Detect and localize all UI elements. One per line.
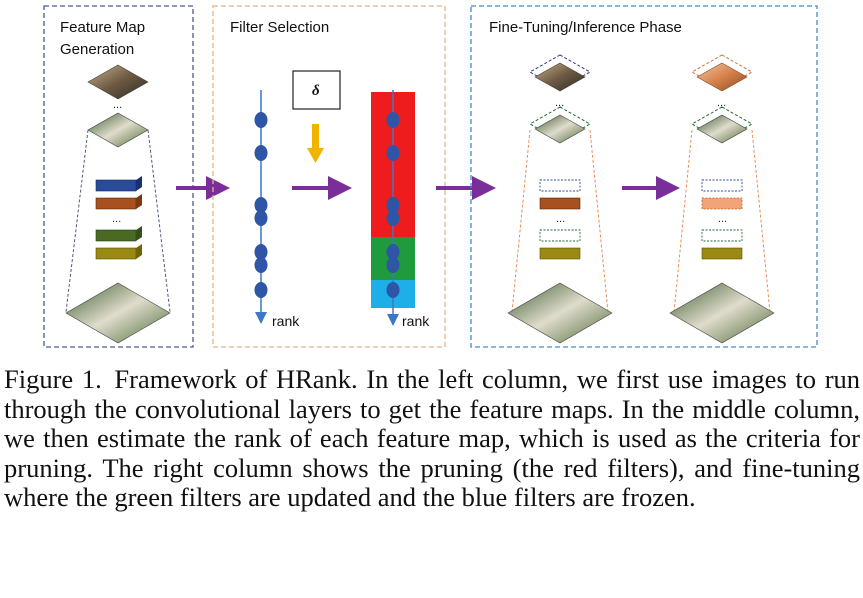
rank-node	[386, 145, 400, 161]
figure-caption: Figure 1. Framework of HRank. In the lef…	[4, 364, 861, 513]
rank-node	[254, 112, 268, 128]
rank-node	[386, 112, 400, 128]
hrank-framework-figure: Feature Map Generation ... ... Filter Se…	[43, 5, 818, 348]
delta-arrow-head	[307, 148, 324, 163]
projection-line-right	[589, 129, 609, 313]
panel-feature-map-generation: Feature Map Generation ... ...	[43, 5, 194, 348]
feature-map-ellipsis: ...	[717, 97, 726, 109]
panel-filter-selection: Filter Selection δ rank	[212, 5, 446, 348]
projection-line-right	[147, 129, 171, 313]
delta-arrow-shaft	[312, 124, 319, 150]
filter-olive	[539, 247, 581, 260]
input-image	[65, 282, 171, 344]
caption-text: Framework of HRank. In the left column, …	[4, 364, 861, 513]
filter-updated-outline	[539, 229, 581, 242]
rank-node	[254, 197, 268, 213]
panel-title-line2: Generation	[60, 41, 134, 58]
panel-fine-tuning: Fine-Tuning/Inference Phase ... ... ...	[470, 5, 818, 348]
feature-map-ellipsis: ...	[113, 99, 122, 111]
feature-map-second	[534, 114, 586, 144]
rank-node	[254, 257, 268, 273]
panel-title-line1: Feature Map	[60, 19, 145, 36]
delta-box	[292, 70, 341, 110]
filter-ellipsis: ...	[556, 213, 565, 225]
filter-updated-outline	[701, 229, 743, 242]
filter-ellipsis: ...	[718, 213, 727, 225]
feature-map-ellipsis: ...	[555, 97, 564, 109]
feature-map-top	[534, 62, 586, 92]
filter-finetuned	[701, 197, 743, 210]
rank-node	[386, 282, 400, 298]
updated-map-outline	[528, 106, 592, 142]
filter-pruned-outline	[701, 179, 743, 192]
filter-green	[95, 229, 137, 242]
network-after: ... ...	[669, 54, 775, 344]
panel-title: Filter Selection	[230, 19, 329, 36]
filter-pruned-outline	[539, 179, 581, 192]
pruned-map-outline	[528, 54, 592, 90]
network-before: ... ...	[507, 54, 613, 344]
projection-line-left	[65, 129, 89, 313]
rank-node	[386, 244, 400, 260]
filter-olive-side	[136, 244, 142, 259]
pruned-map-outline	[690, 54, 754, 90]
feature-map-second	[696, 114, 748, 144]
filter-blue-side	[136, 176, 142, 191]
filter-olive	[701, 247, 743, 260]
panel-title: Fine-Tuning/Inference Phase	[489, 19, 682, 36]
rank-node	[386, 257, 400, 273]
filter-brown-side	[136, 194, 142, 209]
rank-node	[386, 197, 400, 213]
rank-nodes-1	[254, 112, 268, 298]
feature-map-top	[87, 64, 149, 100]
rank-node	[254, 282, 268, 298]
filter-blue	[95, 179, 137, 192]
projection-line-left	[673, 129, 693, 313]
delta-symbol: δ	[312, 83, 320, 99]
rank-node	[254, 145, 268, 161]
input-image	[507, 282, 613, 344]
rank-node	[386, 210, 400, 226]
filter-brown	[95, 197, 137, 210]
rank-node	[254, 210, 268, 226]
filter-olive	[95, 247, 137, 260]
filter-stack: ...	[95, 176, 142, 260]
caption-label: Figure 1.	[4, 364, 102, 394]
projection-line-right	[751, 129, 771, 313]
projection-line-left	[511, 129, 531, 313]
feature-map-top-updated	[696, 62, 748, 92]
rank-label-2: rank	[402, 313, 430, 329]
input-image	[669, 282, 775, 344]
feature-map-second	[87, 112, 149, 148]
filter-green-side	[136, 226, 142, 241]
updated-map-outline	[690, 106, 754, 142]
rank-label-1: rank	[272, 313, 300, 329]
rank-nodes-2	[386, 112, 400, 298]
rank-node	[254, 244, 268, 260]
filter-brown	[539, 197, 581, 210]
filter-ellipsis: ...	[112, 213, 121, 225]
